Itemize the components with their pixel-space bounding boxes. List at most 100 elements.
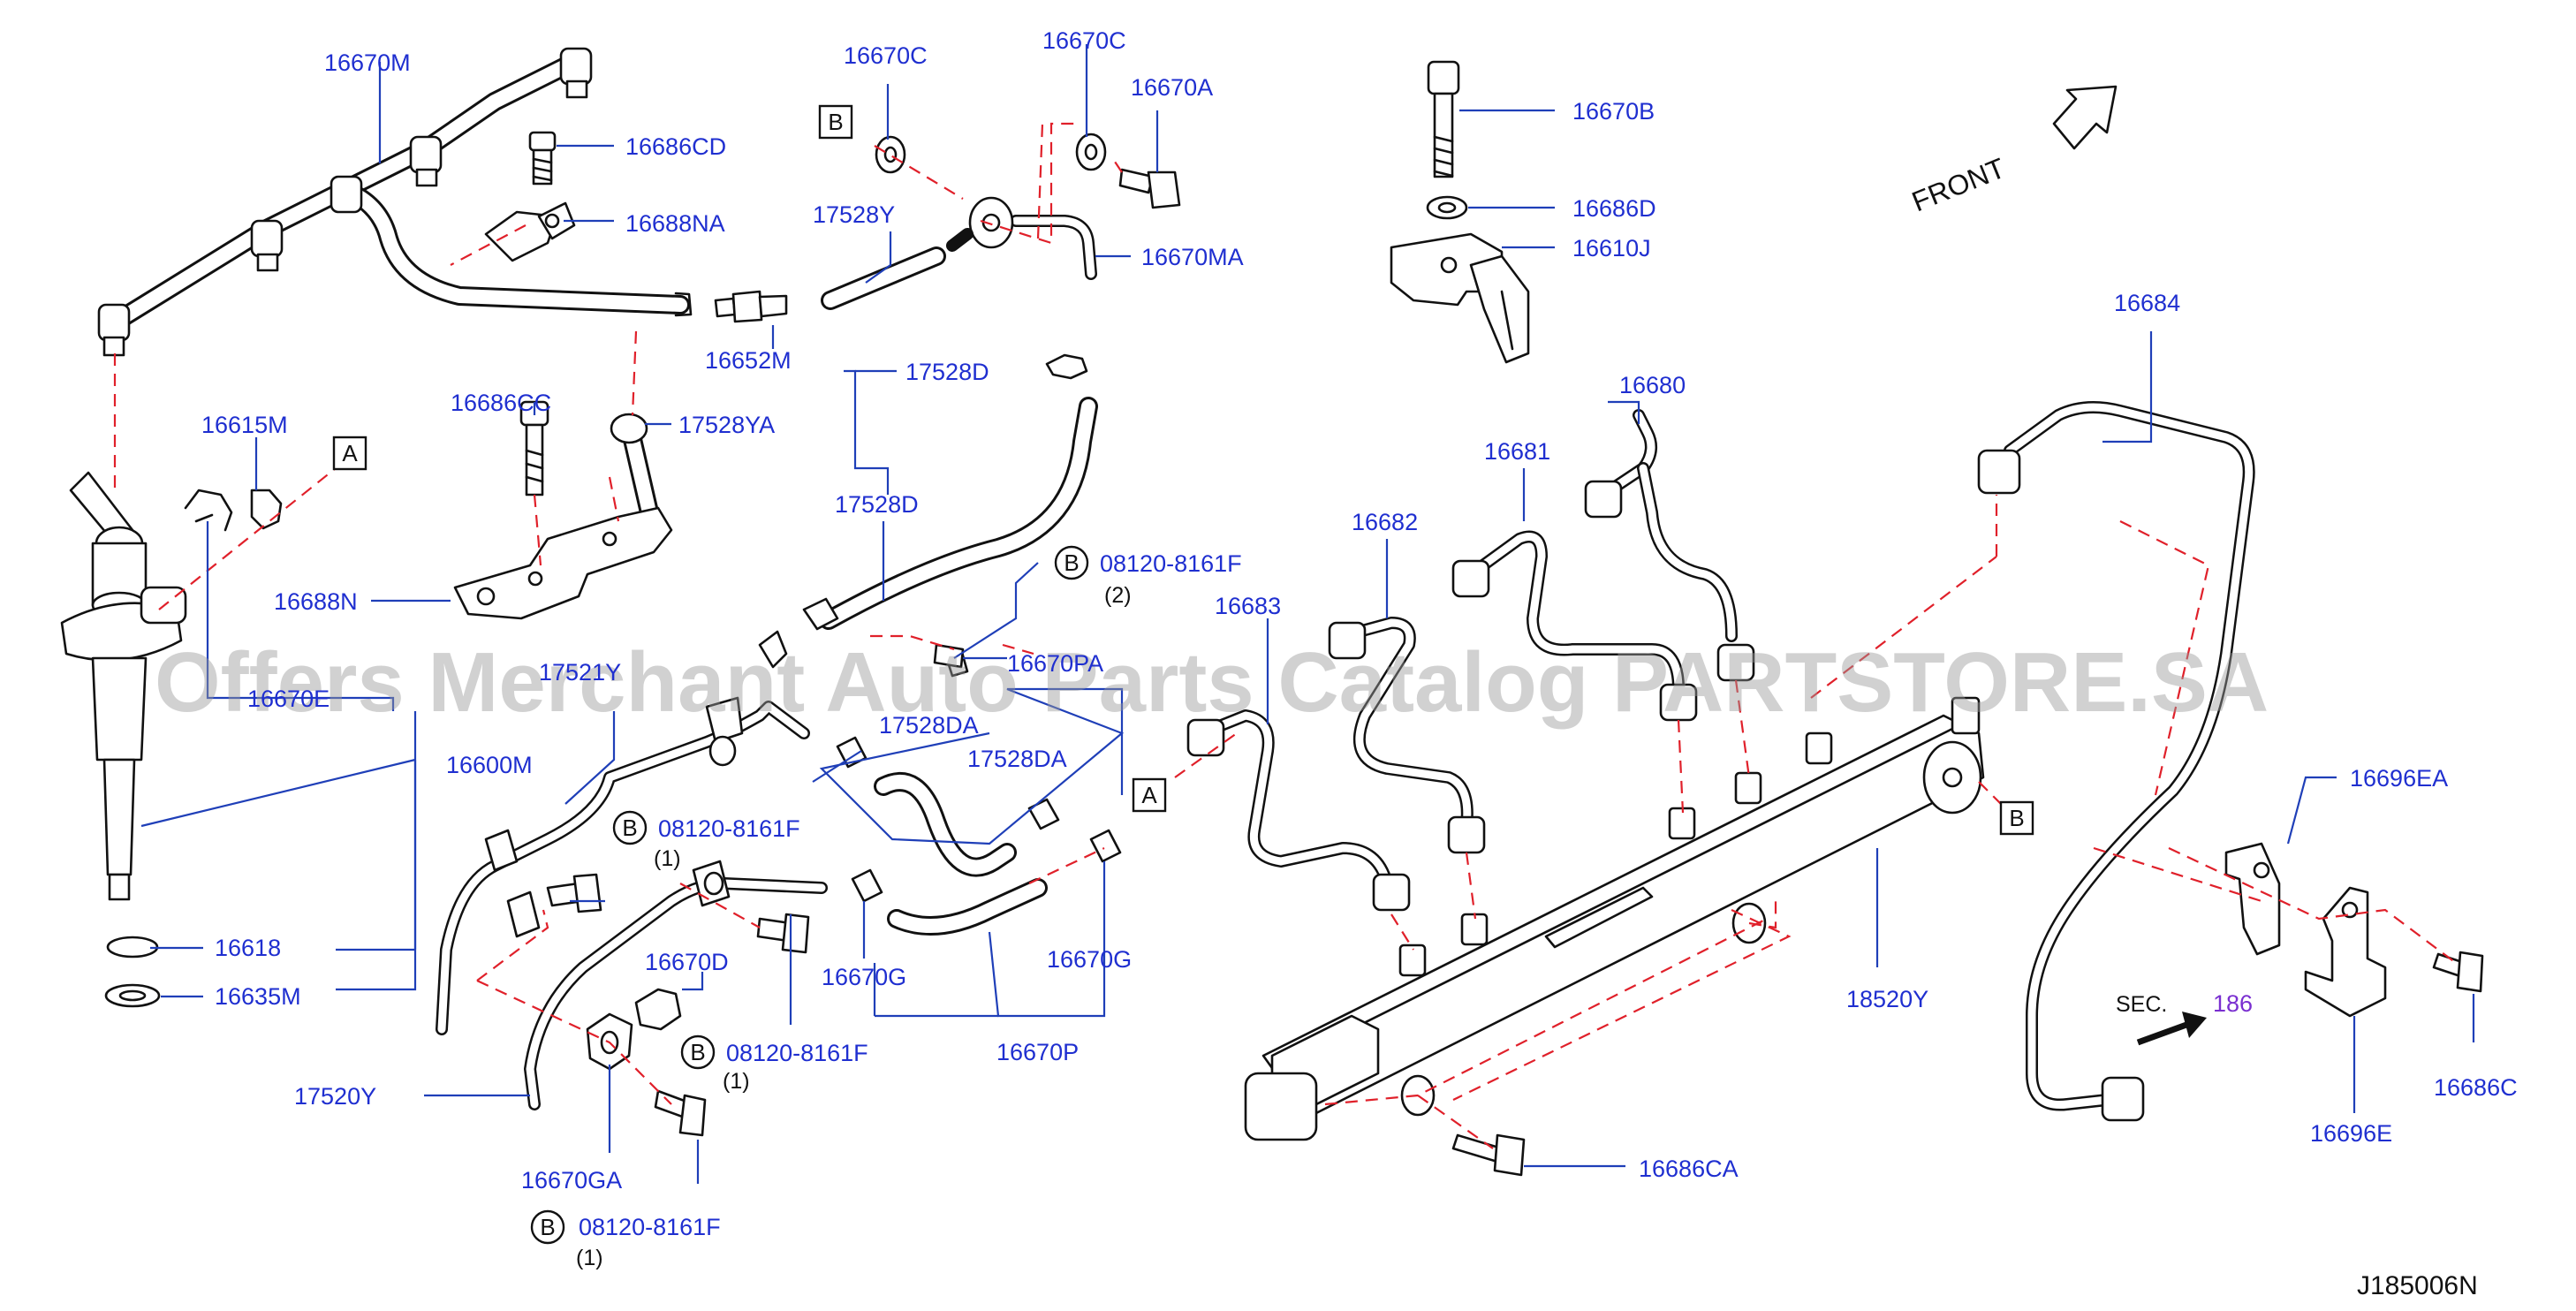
label-16686D[interactable]: 16686D [1572,195,1656,222]
sleeve-16670D [634,988,682,1031]
label-16670D[interactable]: 16670D [645,949,729,975]
label-17528D-1[interactable]: 17528D [905,359,989,385]
banjo-pipe-16670MA [946,196,1097,280]
circle-marker-B-2: B [612,810,648,845]
label-16670C-2[interactable]: 16670C [1042,27,1126,54]
label-08120-8161F-2[interactable]: 08120-8161F [1100,550,1242,577]
hose-17528D [802,353,1098,631]
qty-1c: (1) [576,1246,603,1270]
label-16688N[interactable]: 16688N [274,588,358,615]
clamp-16610J [1390,232,1530,364]
injection-tube-16681 [1451,530,1698,722]
part-labels: 16670M 16686CD 16688NA 16670C 16670C 166… [201,27,2518,1270]
injection-tube-16683 [1186,709,1411,912]
label-16686C[interactable]: 16686C [2434,1074,2518,1101]
label-16670E[interactable]: 16670E [247,686,330,712]
svg-text:B: B [622,815,637,841]
label-16684[interactable]: 16684 [2114,290,2180,316]
label-16686CC[interactable]: 16686CC [451,390,551,416]
label-18520Y[interactable]: 18520Y [1846,986,1928,1012]
label-17528DA-1[interactable]: 17528DA [879,712,979,739]
label-17528DA-2[interactable]: 17528DA [967,746,1067,772]
label-17521Y[interactable]: 17521Y [539,659,621,686]
label-16670MA[interactable]: 16670MA [1141,244,1244,270]
common-rail-18520Y [1244,696,1985,1141]
label-17520Y[interactable]: 17520Y [294,1083,376,1110]
bracket-16696E [2304,886,2387,1018]
clamp-16670G-1 [851,868,883,903]
svg-text:B: B [690,1039,705,1065]
label-16670B[interactable]: 16670B [1572,98,1655,125]
dashed-links [113,122,2457,1149]
front-label: FRONT [1907,152,2010,218]
leader-lines [140,44,2475,1184]
label-08120-8161F-1a[interactable]: 08120-8161F [658,815,800,842]
svg-text:B: B [540,1214,555,1240]
label-16683[interactable]: 16683 [1215,593,1281,619]
injector-16600M [60,471,187,901]
label-16670C-1[interactable]: 16670C [844,42,928,69]
hose-16670P [887,878,1048,936]
label-16600M[interactable]: 16600M [446,752,533,778]
label-16696E[interactable]: 16696E [2310,1120,2392,1147]
svg-text:A: A [1141,782,1157,808]
label-16635M[interactable]: 16635M [215,983,301,1010]
bolt-16686C [2432,951,2484,993]
label-sec: SEC. [2116,992,2167,1017]
watermark: Offers Merchant Auto Parts Catalog PARTS… [155,635,2269,730]
washer-16686D [1426,195,1468,220]
label-16615M[interactable]: 16615M [201,412,288,438]
label-16670G-1[interactable]: 16670G [822,964,906,990]
pipe-17520Y [524,860,828,1110]
pipe-17521Y [436,630,810,1035]
front-arrow [2052,85,2118,150]
label-16670P[interactable]: 16670P [996,1039,1079,1065]
label-16618[interactable]: 16618 [215,935,281,961]
label-16682[interactable]: 16682 [1352,509,1418,535]
washer-16635M [104,983,161,1008]
label-16670PA[interactable]: 16670PA [1007,650,1103,677]
box-marker-A-mid: A [1132,777,1167,813]
injection-tube-16682 [1328,617,1486,854]
label-17528Y[interactable]: 17528Y [813,201,895,228]
sec-arrow [2136,1012,2207,1046]
diagram-code: J185006N [2357,1271,2478,1300]
svg-text:A: A [342,440,358,466]
svg-text:B: B [1064,549,1079,576]
bracket-16688NA [484,201,576,262]
bolt-08120-a [546,873,602,913]
label-16686CA[interactable]: 16686CA [1639,1156,1739,1182]
clamp-16670G-2 [1089,829,1122,863]
qty-1a: (1) [654,846,681,871]
label-16652M[interactable]: 16652M [705,347,792,374]
circle-marker-B-1: B [1054,545,1089,580]
bolt-16670B [1427,60,1460,178]
label-16686CD[interactable]: 16686CD [625,133,726,160]
label-17528D-2[interactable]: 17528D [835,491,919,518]
label-16670GA[interactable]: 16670GA [521,1167,622,1194]
bracket-16688N [453,413,673,620]
label-16680[interactable]: 16680 [1619,372,1686,398]
qty-1b: (1) [723,1069,750,1094]
banjo-bolt-16670A [1118,168,1181,209]
label-08120-8161F-1c[interactable]: 08120-8161F [579,1214,721,1240]
hose-17528Y [821,246,946,310]
label-16670A[interactable]: 16670A [1131,74,1213,101]
label-16688NA[interactable]: 16688NA [625,210,725,237]
label-sec-186[interactable]: 186 [2213,990,2253,1017]
label-16670M[interactable]: 16670M [324,49,411,76]
label-16610J[interactable]: 16610J [1572,235,1651,261]
leak-off-rail-16670M [97,47,693,357]
injection-tube-16680 [1584,409,1755,682]
label-16681[interactable]: 16681 [1484,438,1550,465]
label-16670G-2[interactable]: 16670G [1047,946,1132,973]
washer-16670C-2 [1075,133,1107,171]
bolt-16686CA [1451,1133,1526,1177]
label-17528YA[interactable]: 17528YA [678,412,775,438]
label-08120-8161F-1b[interactable]: 08120-8161F [726,1040,868,1066]
box-marker-A-left: A [332,436,367,471]
washer-16670C-1 [875,135,906,174]
label-16696EA[interactable]: 16696EA [2350,765,2448,792]
bolt-08120-b [756,913,810,954]
